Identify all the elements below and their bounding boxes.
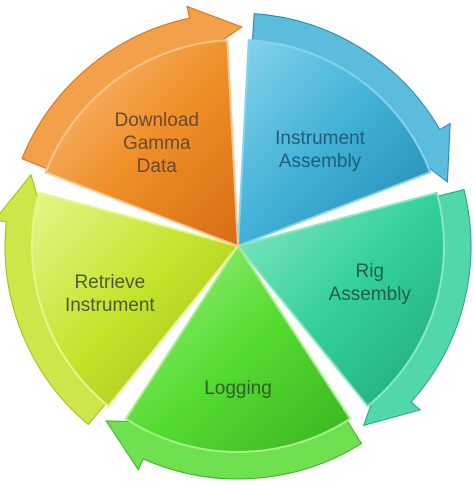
rig-assembly-label-line: Rig	[355, 261, 384, 282]
logging-segment	[124, 244, 352, 453]
download-gamma-data-label-line: Download	[114, 110, 199, 131]
download-gamma-data-segment	[44, 39, 240, 248]
instrument-assembly-segment	[236, 39, 432, 248]
logging-label: Logging	[204, 378, 272, 399]
retrieve-instrument-segment	[31, 191, 240, 408]
instrument-assembly-label-line: Instrument	[275, 128, 365, 149]
rig-assembly-segment	[236, 191, 445, 408]
logging-label-line: Logging	[204, 378, 272, 399]
rig-assembly-label-line: Assembly	[329, 284, 412, 305]
retrieve-instrument-label-line: Instrument	[65, 295, 155, 316]
instrument-assembly-label-line: Assembly	[279, 151, 362, 172]
download-gamma-data-label-line: Gamma	[123, 133, 191, 154]
retrieve-instrument-label-line: Retrieve	[74, 272, 145, 293]
download-gamma-data-label-line: Data	[137, 156, 178, 177]
